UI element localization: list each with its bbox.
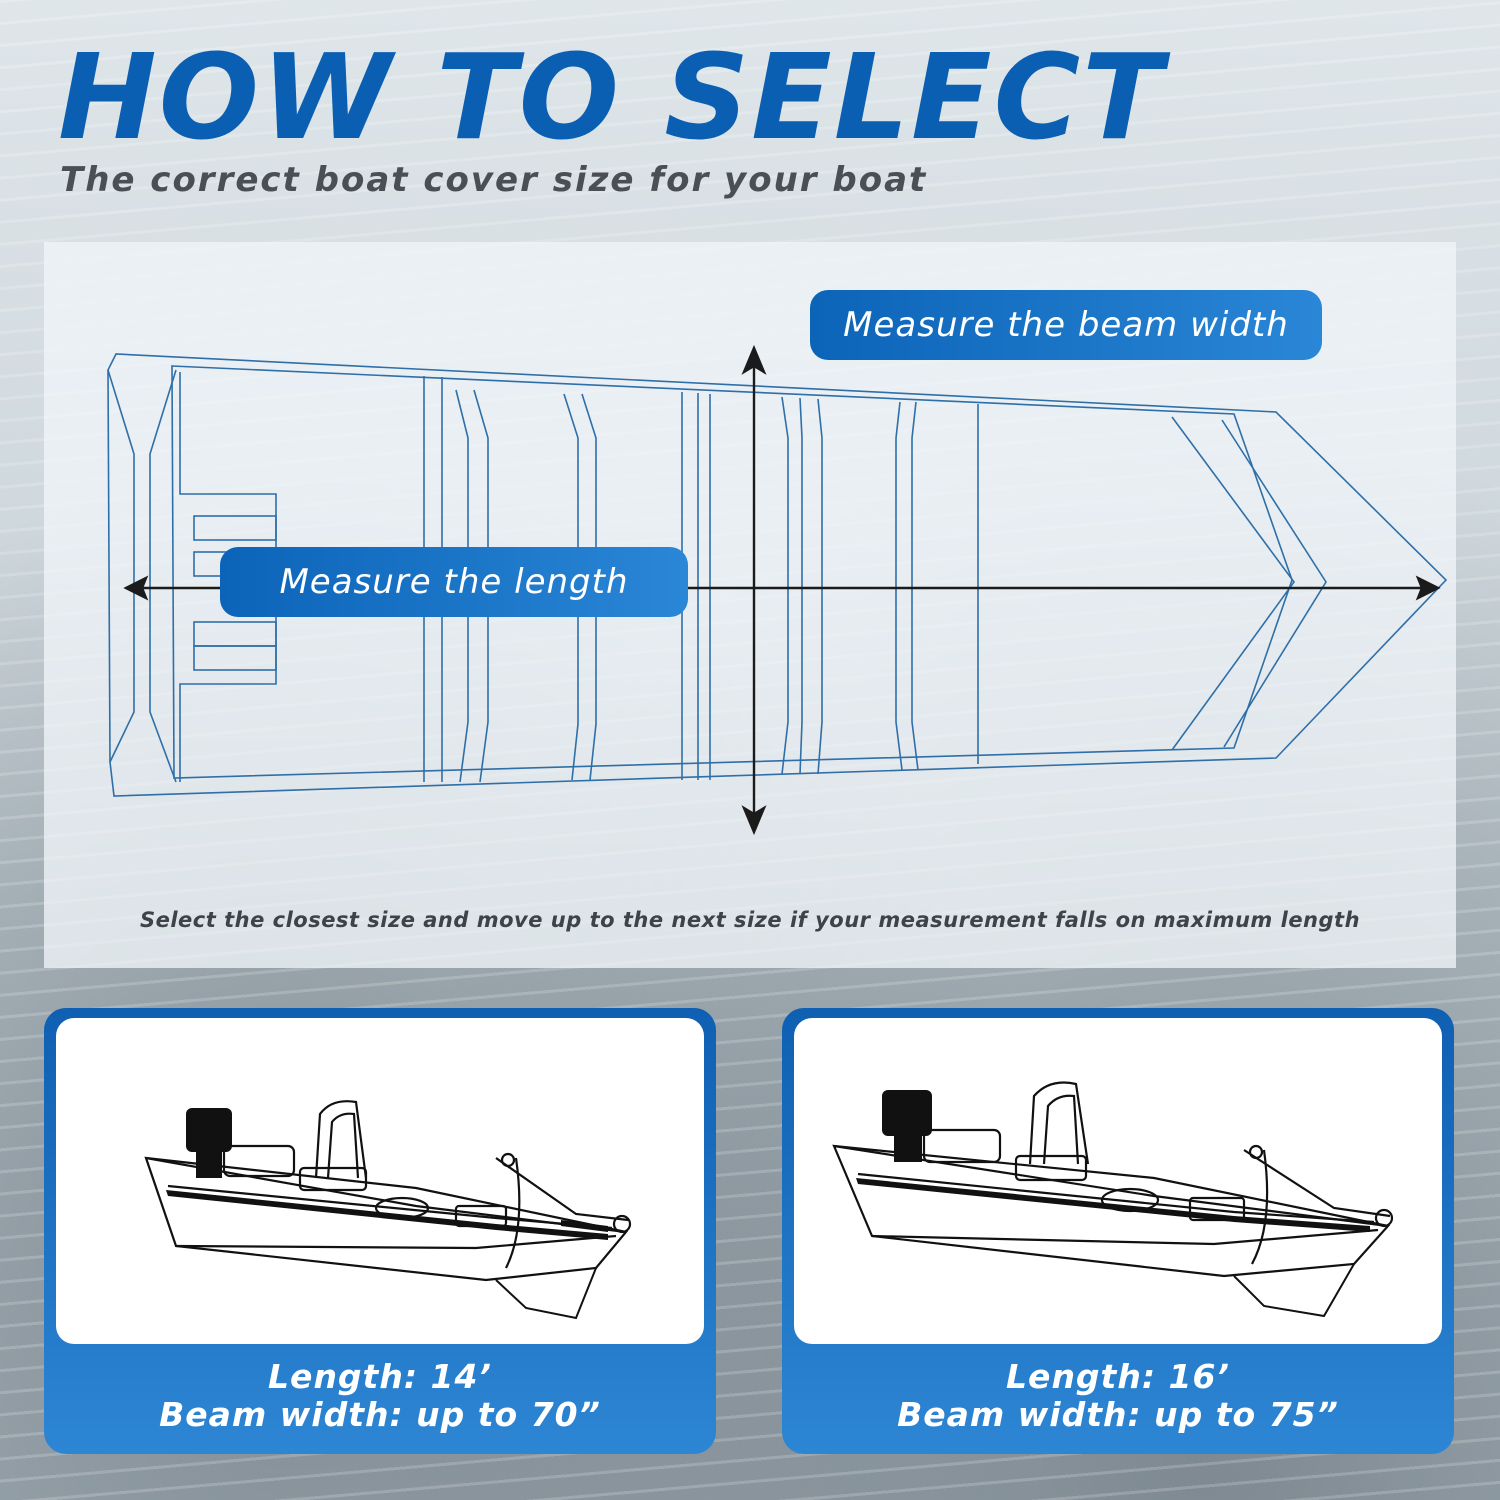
boat-illustration-16ft <box>794 1018 1442 1344</box>
size-length: Length: 16’ <box>1006 1357 1230 1396</box>
size-length: Length: 14’ <box>268 1357 492 1396</box>
size-card-16ft[interactable]: Length: 16’ Beam width: up to 75” <box>782 1008 1454 1454</box>
size-card-14ft-text: Length: 14’ Beam width: up to 70” <box>44 1358 716 1434</box>
jon-boat-icon <box>832 1081 1394 1318</box>
size-card-16ft-text: Length: 16’ Beam width: up to 75” <box>782 1358 1454 1434</box>
jon-boat-icon <box>144 1100 632 1320</box>
size-beam-width: Beam width: up to 70” <box>159 1395 601 1434</box>
size-card-14ft[interactable]: Length: 14’ Beam width: up to 70” <box>44 1008 716 1454</box>
measurement-diagram: Measure the beam width Measure the lengt… <box>44 242 1456 968</box>
size-beam-width: Beam width: up to 75” <box>897 1395 1339 1434</box>
page-subtitle: The correct boat cover size for your boa… <box>60 160 928 200</box>
measure-beam-width-label: Measure the beam width <box>810 290 1322 360</box>
measure-length-label: Measure the length <box>220 547 688 617</box>
page-title: HOW TO SELECT <box>58 28 1165 166</box>
sizing-note: Select the closest size and move up to t… <box>139 908 1361 932</box>
boat-illustration-14ft <box>56 1018 704 1344</box>
